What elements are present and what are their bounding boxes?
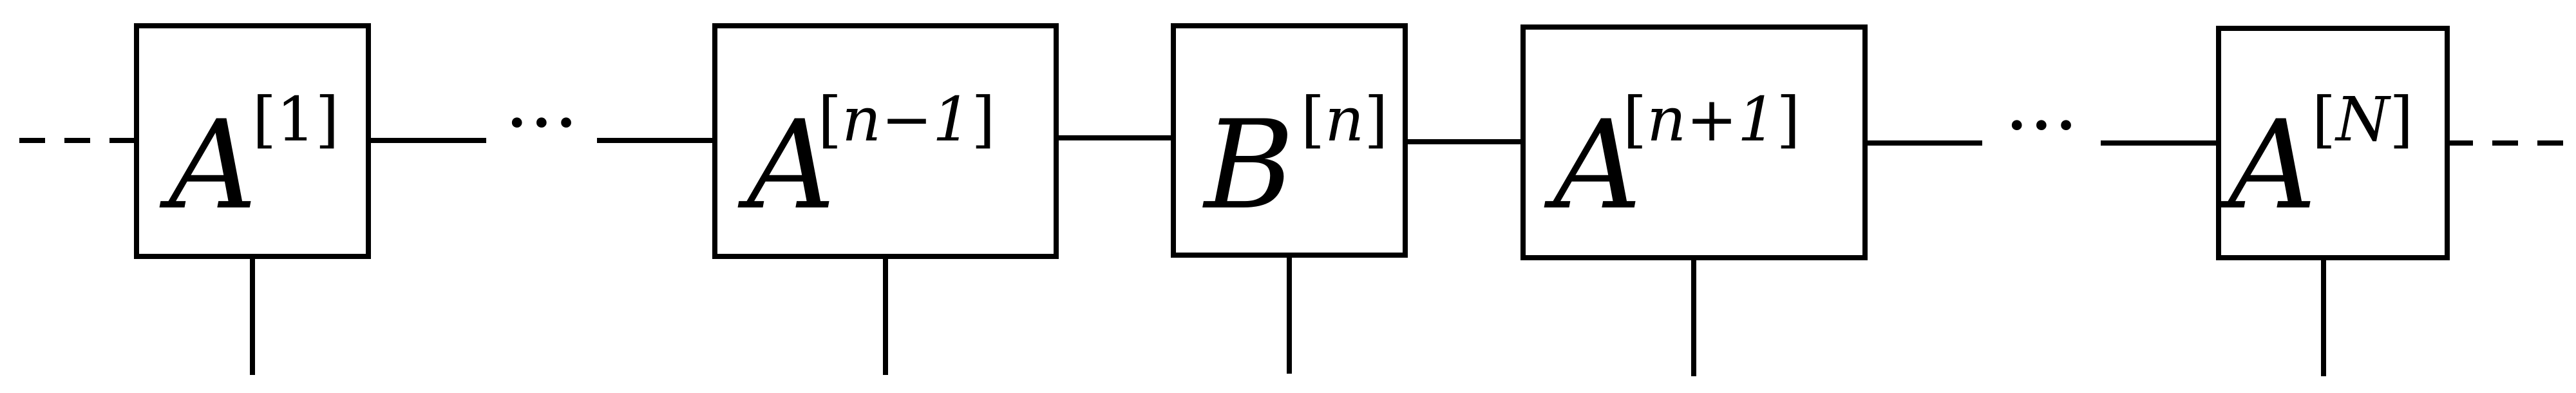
tensor-2-symbol: A xyxy=(737,94,835,236)
tensor-1-index: 1 xyxy=(276,84,315,155)
tensor-4-bracket-open: [ xyxy=(1623,84,1647,155)
tensor-3-index: n xyxy=(1325,84,1364,155)
tensor-3-bracket-close: ] xyxy=(1364,84,1388,155)
tensor-4-symbol: A xyxy=(1544,94,1642,236)
tensor-3-superscript: [n] xyxy=(1301,84,1388,155)
tensor-5-box xyxy=(2216,26,2450,260)
tensor-5: A [N] xyxy=(2216,26,2450,260)
tensor-2-box xyxy=(712,23,1059,259)
tensor-4-superscript: [n+1] xyxy=(1623,84,1800,155)
ellipsis-left: ··· xyxy=(505,79,578,168)
tensor-1-superscript: [1] xyxy=(252,84,339,155)
tensor-1-bracket-close: ] xyxy=(316,84,339,155)
tensor-2-index: n−1 xyxy=(842,84,971,155)
tensor-3-box xyxy=(1171,23,1408,258)
tensor-2: A [n−1] xyxy=(712,23,1059,259)
tensor-4-index: n+1 xyxy=(1647,84,1776,155)
tensor-5-symbol: A xyxy=(2219,94,2316,236)
tensor-5-bracket-open: [ xyxy=(2312,84,2336,155)
tensor-1-bracket-open: [ xyxy=(252,84,276,155)
tensor-3-symbol: B xyxy=(1202,94,1294,236)
tensor-5-index: N xyxy=(2334,84,2391,155)
tensor-3: B [n] xyxy=(1171,23,1408,258)
tensor-1: A [1] xyxy=(134,23,371,259)
tensor-1-box xyxy=(134,23,371,259)
tensor-4: A [n+1] xyxy=(1520,24,1868,260)
tensor-4-bracket-close: ] xyxy=(1776,84,1800,155)
tensor-4-box xyxy=(1520,24,1868,260)
tensor-2-bracket-close: ] xyxy=(971,84,995,155)
tensor-5-bracket-close: ] xyxy=(2389,84,2413,155)
tensor-1-symbol: A xyxy=(159,94,257,236)
ellipsis-right: ··· xyxy=(2005,81,2078,171)
tensor-2-bracket-open: [ xyxy=(818,84,842,155)
tensor-5-superscript: [N] xyxy=(2312,84,2413,155)
tensor-2-superscript: [n−1] xyxy=(818,84,995,155)
tensor-3-bracket-open: [ xyxy=(1301,84,1325,155)
